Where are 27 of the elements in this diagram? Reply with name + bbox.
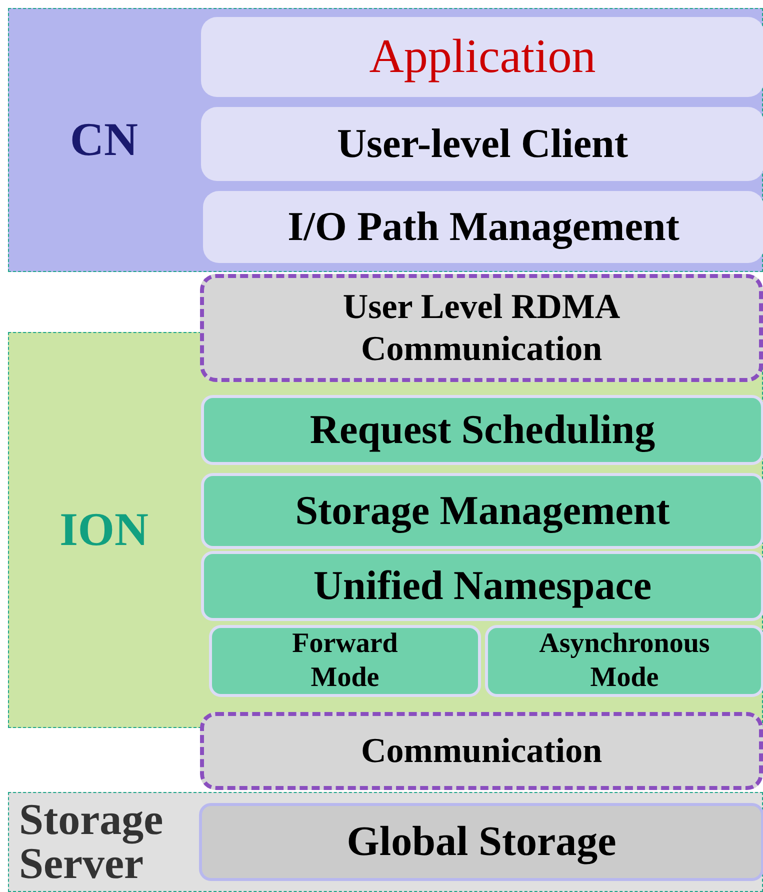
layer-box [203, 191, 763, 263]
layer-label: Storage Management [295, 486, 670, 536]
layer-label: Request Scheduling [310, 405, 656, 454]
layer-box [199, 803, 763, 881]
band-label: ION [60, 502, 148, 558]
layer-box [485, 625, 763, 697]
dashed-layer-box [200, 274, 763, 382]
layer-label: User Level RDMA Communication [342, 286, 622, 370]
layer-label: Forward Mode [292, 627, 398, 695]
layer-band [8, 8, 763, 272]
layer-label: Asynchronous Mode [539, 627, 710, 695]
layer-label: Communication [360, 730, 602, 772]
layer-box [201, 17, 763, 97]
layer-box [201, 551, 763, 621]
layer-box [209, 625, 481, 697]
layer-box [201, 473, 763, 549]
layer-label: Application [369, 29, 596, 85]
layer-label: I/O Path Management [288, 202, 680, 252]
band-label: CN [70, 112, 138, 168]
layer-label: Unified Namespace [313, 561, 652, 610]
layer-label: Global Storage [346, 818, 616, 866]
layer-band [8, 792, 763, 892]
layer-label: User-level Client [336, 119, 628, 168]
layer-box [201, 395, 763, 465]
dashed-layer-box [200, 712, 763, 790]
layer-box [201, 107, 763, 181]
band-label: Storage Server [19, 798, 164, 886]
